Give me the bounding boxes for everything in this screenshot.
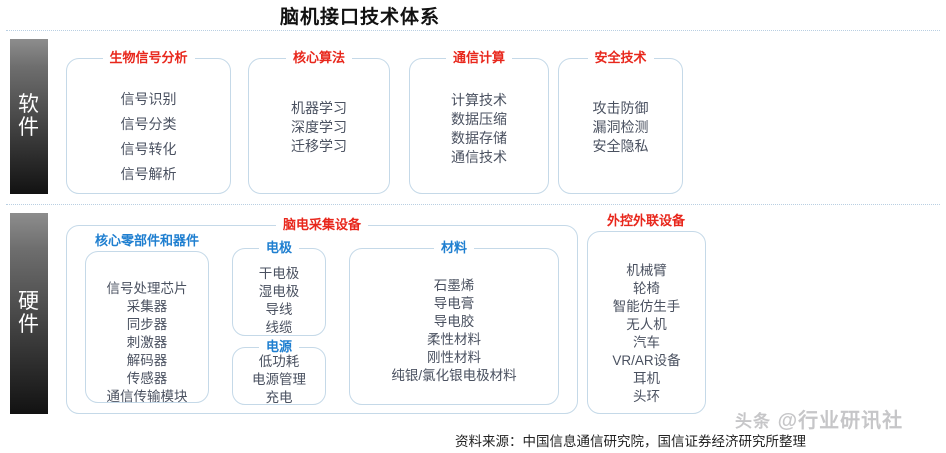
list-item: 信号解析 bbox=[120, 166, 177, 182]
list-item: 信号处理芯片 bbox=[106, 281, 188, 296]
list-item: 采集器 bbox=[126, 299, 168, 314]
list-item: 汽车 bbox=[633, 335, 660, 350]
list-item: 攻击防御 bbox=[592, 100, 649, 116]
list-item: 充电 bbox=[265, 390, 293, 405]
list-item: 信号转化 bbox=[120, 141, 177, 157]
list-item: 头环 bbox=[633, 389, 660, 404]
list-item: 湿电极 bbox=[258, 284, 300, 299]
group-items-external-devices: 机械臂 轮椅 智能仿生手 无人机 汽车 VR/AR设备 耳机 头环 bbox=[588, 262, 705, 406]
group-card-eeg-acquisition[interactable]: 脑电采集设备 核心零部件和器件 信号处理芯片 采集器 同步器 刺激器 解码器 传… bbox=[66, 216, 578, 414]
hardware-row-divider bbox=[6, 204, 940, 205]
sidebar-software: 软 件 bbox=[10, 39, 48, 194]
list-item: 数据存储 bbox=[451, 130, 507, 146]
group-label-biosignal-analysis: 生物信号分析 bbox=[102, 49, 195, 67]
group-items-materials: 石墨烯 导电膏 导电胶 柔性材料 刚性材料 纯银/氯化银电极材料 bbox=[350, 277, 558, 385]
list-item: 安全隐私 bbox=[592, 138, 649, 154]
group-items-core-components: 信号处理芯片 采集器 同步器 刺激器 解码器 传感器 通信传输模块 bbox=[86, 280, 208, 406]
list-item: 计算技术 bbox=[451, 92, 507, 108]
group-items-core-algorithm: 机器学习 深度学习 迁移学习 bbox=[249, 99, 389, 156]
list-item: 信号识别 bbox=[120, 91, 177, 107]
source-note: 资料来源：中国信息通信研究院，国信证券经济研究所整理 bbox=[455, 434, 806, 449]
list-item: 机械臂 bbox=[626, 263, 667, 278]
group-label-electrode: 电极 bbox=[258, 239, 300, 257]
group-items-security-technology: 攻击防御 漏洞检测 安全隐私 bbox=[559, 99, 682, 156]
group-label-security-technology: 安全技术 bbox=[587, 49, 654, 67]
list-item: 智能仿生手 bbox=[612, 299, 681, 314]
group-label-external-devices: 外控外联设备 bbox=[606, 213, 685, 228]
list-item: 导电胶 bbox=[433, 314, 475, 329]
group-label-core-algorithm: 核心算法 bbox=[285, 49, 353, 67]
software-row-divider bbox=[6, 30, 940, 31]
group-card-power-supply[interactable]: 电源 低功耗 电源管理 充电 bbox=[232, 338, 326, 407]
watermark: 头条 @行业研讯社 bbox=[735, 404, 903, 433]
list-item: 刺激器 bbox=[126, 335, 168, 350]
group-items-biosignal-analysis: 信号识别 信号分类 信号转化 信号解析 bbox=[67, 87, 230, 187]
list-item: 纯银/氯化银电极材料 bbox=[391, 368, 517, 383]
group-label-communication-computing: 通信计算 bbox=[445, 49, 513, 67]
list-item: 通信传输模块 bbox=[106, 389, 188, 404]
list-item: 迁移学习 bbox=[291, 138, 347, 154]
group-items-communication-computing: 计算技术 数据压缩 数据存储 通信技术 bbox=[410, 91, 548, 167]
sidebar-hardware-char-2: 件 bbox=[18, 312, 40, 336]
sidebar-hardware-char-1: 硬 bbox=[18, 289, 40, 313]
sidebar-hardware: 硬 件 bbox=[10, 213, 48, 414]
group-card-electrode[interactable]: 电极 干电极 湿电极 导线 线缆 bbox=[232, 239, 326, 337]
list-item: 同步器 bbox=[126, 317, 168, 332]
group-card-core-components[interactable]: 信号处理芯片 采集器 同步器 刺激器 解码器 传感器 通信传输模块 bbox=[85, 251, 209, 406]
list-item: 刚性材料 bbox=[427, 350, 481, 365]
group-label-core-components: 核心零部件和器件 bbox=[94, 233, 199, 248]
list-item: 石墨烯 bbox=[433, 278, 475, 293]
list-item: 无人机 bbox=[626, 317, 667, 332]
list-item: 解码器 bbox=[126, 353, 168, 368]
watermark-prefix: 头条 bbox=[735, 412, 771, 431]
list-item: 干电极 bbox=[258, 266, 300, 281]
group-card-core-algorithm[interactable]: 核心算法 机器学习 深度学习 迁移学习 bbox=[248, 49, 390, 194]
list-item: 通信技术 bbox=[451, 149, 507, 165]
list-item: 导电膏 bbox=[433, 296, 475, 311]
group-label-power-supply: 电源 bbox=[258, 338, 300, 356]
group-card-security-technology[interactable]: 安全技术 攻击防御 漏洞检测 安全隐私 bbox=[558, 49, 683, 194]
group-card-materials[interactable]: 材料 石墨烯 导电膏 导电胶 柔性材料 刚性材料 纯银/氯化银电极材料 bbox=[349, 239, 559, 405]
group-card-external-devices[interactable]: 机械臂 轮椅 智能仿生手 无人机 汽车 VR/AR设备 耳机 头环 bbox=[587, 231, 706, 414]
watermark-handle: @行业研讯社 bbox=[777, 410, 904, 432]
list-item: 传感器 bbox=[126, 371, 168, 386]
list-item: 电源管理 bbox=[252, 372, 306, 387]
group-items-power-supply: 低功耗 电源管理 充电 bbox=[233, 353, 325, 407]
group-label-materials: 材料 bbox=[433, 239, 475, 257]
list-item: 深度学习 bbox=[291, 119, 347, 135]
sidebar-software-char-2: 件 bbox=[18, 115, 40, 139]
list-item: 柔性材料 bbox=[427, 332, 481, 347]
group-items-electrode: 干电极 湿电极 导线 线缆 bbox=[233, 265, 325, 337]
group-card-communication-computing[interactable]: 通信计算 计算技术 数据压缩 数据存储 通信技术 bbox=[409, 49, 549, 194]
list-item: 线缆 bbox=[265, 320, 293, 335]
list-item: 机器学习 bbox=[291, 100, 347, 116]
group-card-biosignal-analysis[interactable]: 生物信号分析 信号识别 信号分类 信号转化 信号解析 bbox=[66, 49, 231, 194]
list-item: 轮椅 bbox=[633, 281, 660, 296]
list-item: 导线 bbox=[265, 302, 293, 317]
list-item: 数据压缩 bbox=[451, 111, 507, 127]
list-item: VR/AR设备 bbox=[612, 353, 681, 368]
sidebar-software-char-1: 软 bbox=[18, 92, 40, 116]
group-label-eeg-acquisition: 脑电采集设备 bbox=[275, 216, 369, 234]
list-item: 信号分类 bbox=[120, 116, 177, 132]
list-item: 耳机 bbox=[633, 371, 660, 386]
list-item: 低功耗 bbox=[258, 354, 300, 369]
list-item: 漏洞检测 bbox=[592, 119, 649, 135]
page-title: 脑机接口技术体系 bbox=[279, 7, 440, 28]
